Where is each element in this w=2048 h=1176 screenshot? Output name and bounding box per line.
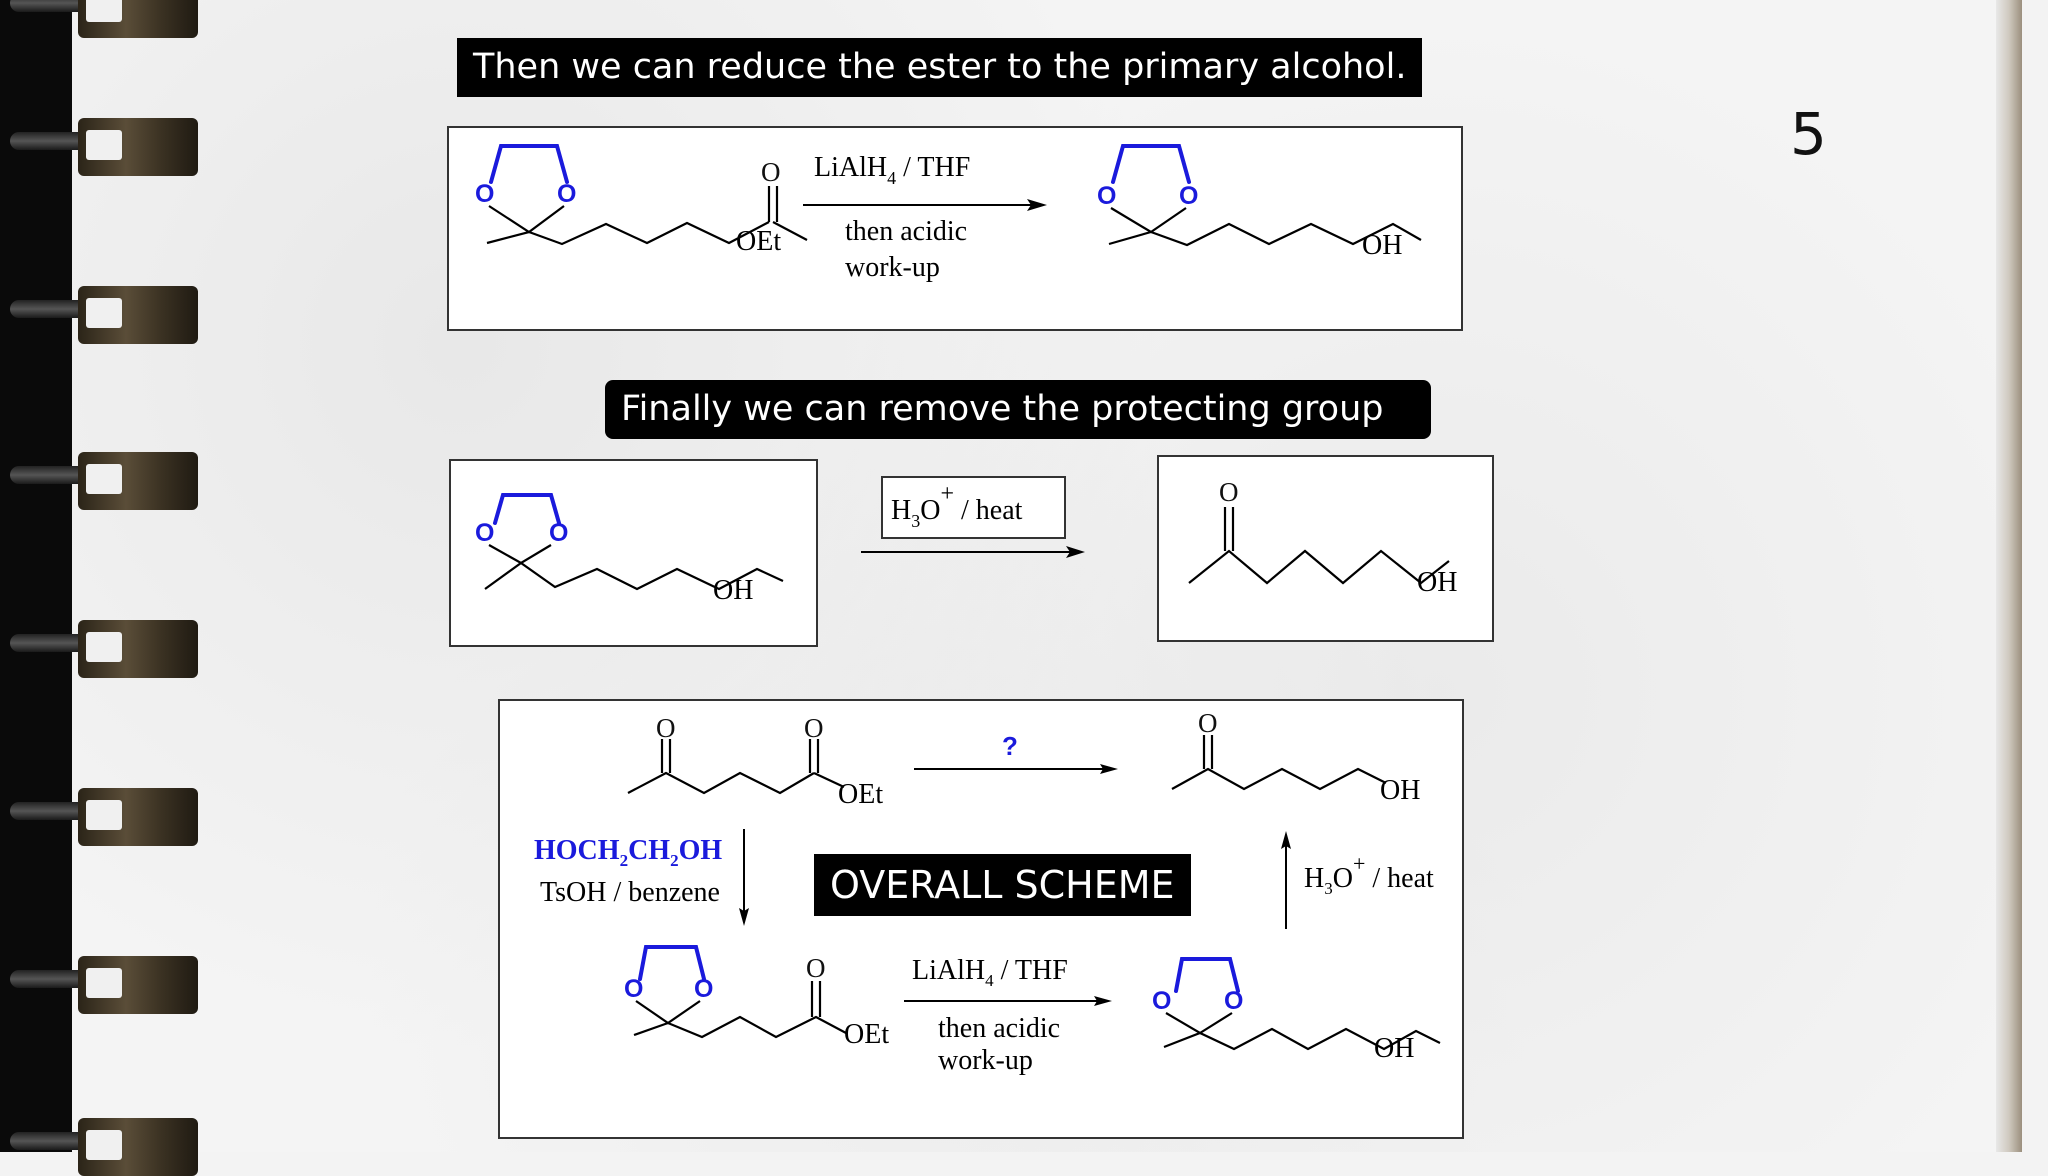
binder-ring [10, 118, 198, 176]
atom-oh: OH [1374, 1033, 1414, 1064]
atom-o: O [557, 180, 576, 208]
atom-oet: OEt [736, 226, 781, 257]
overall-scheme-panel: O O OEt ? O OH HOCH2CH2OH TsOH / benzene [498, 699, 1464, 1139]
binder-ring [10, 0, 198, 38]
keto-ester-molecule: O O OEt [627, 713, 883, 810]
protected-alcohol-molecule: O O OH [1097, 144, 1422, 261]
atom-oh: OH [1417, 567, 1457, 598]
atom-o: O [806, 953, 826, 983]
atom-oet: OEt [838, 779, 883, 810]
step-banner-reduce: Then we can reduce the ester to the prim… [457, 38, 1423, 97]
reaction-arrow-icon [1281, 831, 1291, 929]
atom-oet: OEt [844, 1019, 889, 1050]
reaction-arrow-icon [803, 199, 1047, 211]
binder-ring [10, 620, 198, 678]
reagent-lialh4: LiAlH4 / THF [912, 955, 1068, 990]
protected-alcohol-structure: O O OH [475, 493, 784, 606]
deprotection-reagent-box: H3O+ / heat [881, 476, 1066, 539]
keto-alcohol-molecule: O OH [1171, 708, 1420, 806]
page-edge [1996, 0, 2022, 1152]
reaction-arrow-icon [739, 829, 749, 926]
reagent-workup-2: work-up [938, 1045, 1033, 1076]
atom-o: O [656, 713, 676, 743]
unknown-reagent: ? [1002, 731, 1018, 761]
reaction-arrow-icon [914, 764, 1118, 774]
reduction-panel: O O O OEt LiAlH4 / THF then acidic work-… [447, 126, 1463, 331]
reaction-arrow-icon [904, 996, 1112, 1006]
keto-alcohol-structure: O OH [1188, 477, 1457, 598]
protected-ester-molecule: O O O OEt [624, 945, 889, 1050]
atom-o: O [1224, 987, 1243, 1015]
binder-ring [10, 956, 198, 1014]
atom-o: O [694, 975, 713, 1003]
reagent-workup-1: then acidic [845, 216, 967, 247]
protected-alcohol-panel: O O OH [449, 459, 818, 647]
binder-ring [10, 286, 198, 344]
protected-alcohol-molecule: O O OH [1152, 957, 1441, 1064]
reduction-scheme: O O O OEt LiAlH4 / THF then acidic work-… [475, 144, 1422, 283]
atom-o: O [1198, 708, 1218, 738]
binder-ring [10, 1118, 198, 1176]
reagent-tsoh: TsOH / benzene [540, 877, 720, 908]
atom-oh: OH [713, 575, 753, 606]
step-banner-deprotect: Finally we can remove the protecting gro… [605, 380, 1432, 439]
atom-o: O [624, 975, 643, 1003]
overall-scheme: O O OEt ? O OH HOCH2CH2OH TsOH / benzene [534, 708, 1441, 1076]
slide-number: 5 [1790, 100, 1827, 168]
reagent-lialh4: LiAlH4 / THF [814, 152, 970, 188]
atom-o: O [475, 180, 494, 208]
atom-o: O [475, 519, 494, 547]
atom-o: O [1152, 987, 1171, 1015]
atom-o: O [804, 713, 824, 743]
atom-oh: OH [1362, 230, 1402, 261]
reagent-workup-2: work-up [845, 252, 940, 283]
protected-ester-molecule: O O O OEt [475, 144, 808, 257]
atom-o: O [549, 519, 568, 547]
keto-alcohol-panel: O OH [1157, 455, 1494, 642]
atom-oh: OH [1380, 775, 1420, 806]
svg-text:H3O+ / heat: H3O+ / heat [891, 481, 1023, 531]
reagent-ethylene-glycol: HOCH2CH2OH [534, 835, 722, 870]
atom-o: O [1097, 182, 1116, 210]
deprotection-reagent: H3O+ / heat [891, 481, 1023, 531]
binder-ring [10, 452, 198, 510]
notebook-spine [0, 0, 72, 1152]
atom-o: O [761, 157, 781, 187]
reagent-workup-1: then acidic [938, 1013, 1060, 1044]
overall-scheme-banner: OVERALL SCHEME [814, 854, 1191, 916]
reagent-h3o-heat: H3O+ / heat [1304, 851, 1434, 898]
atom-o: O [1219, 477, 1239, 507]
binder-ring [10, 788, 198, 846]
atom-o: O [1179, 182, 1198, 210]
